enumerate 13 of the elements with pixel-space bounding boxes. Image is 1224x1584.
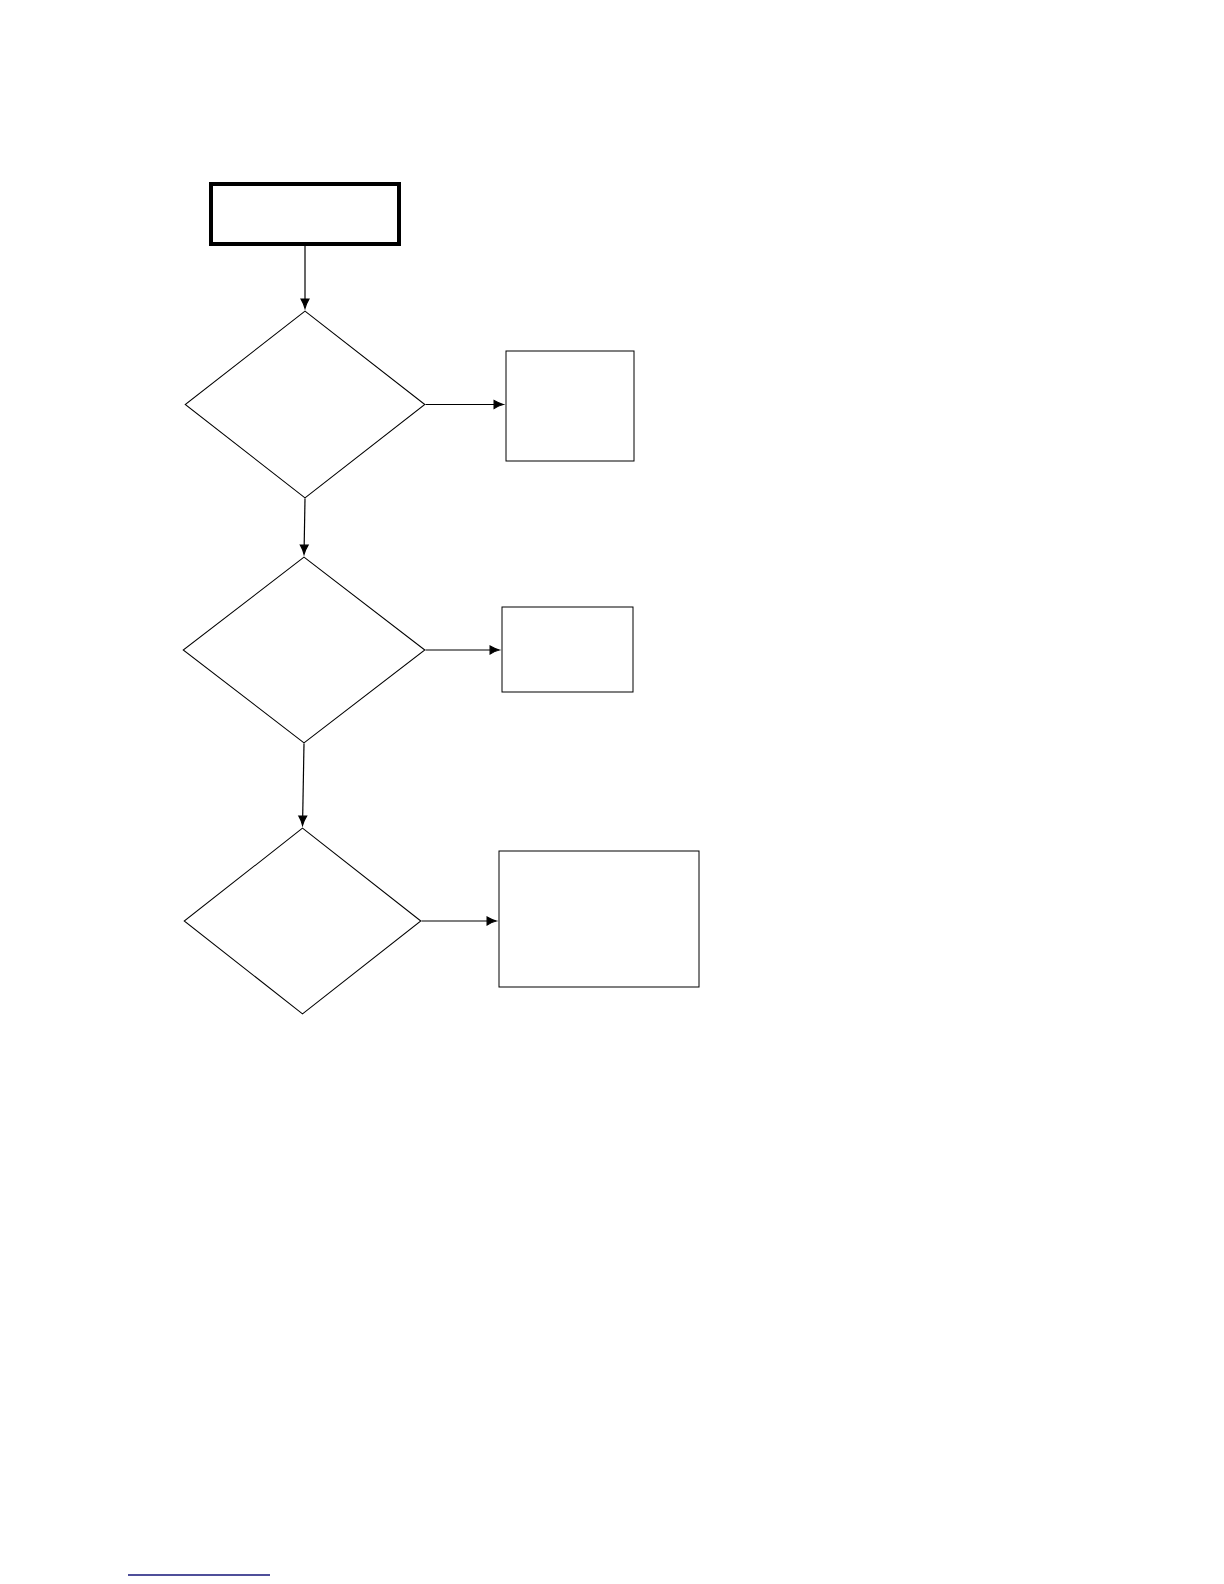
process-box <box>209 182 401 246</box>
arrow <box>424 400 504 409</box>
decision-diamond <box>182 556 426 744</box>
arrow <box>298 742 308 826</box>
arrow <box>424 645 500 655</box>
arrow <box>420 916 497 926</box>
arrow <box>299 497 309 555</box>
process-box <box>498 850 700 988</box>
process-box <box>505 350 635 462</box>
decision-diamond <box>183 827 422 1015</box>
arrow <box>300 245 310 309</box>
process-box <box>501 606 634 693</box>
decision-diamond <box>184 310 426 499</box>
